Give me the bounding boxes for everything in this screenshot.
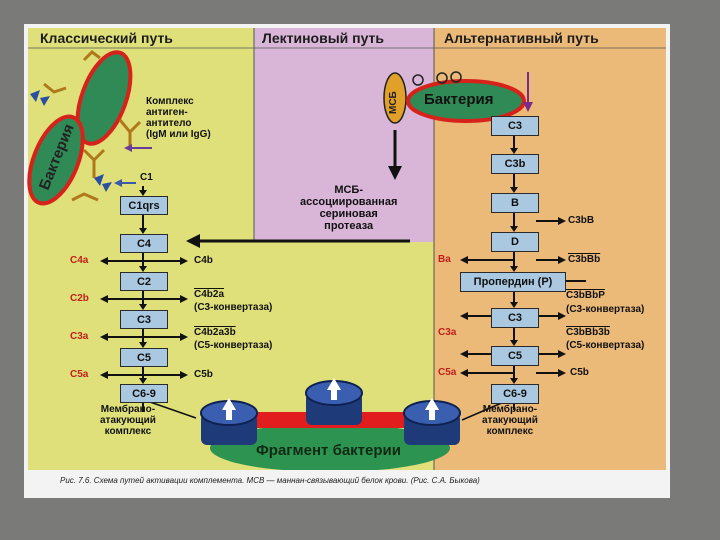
alt-mac-label: Мембрано- атакующий комплекс [482,404,538,437]
classic-c4b2a: С4b2а [194,289,225,300]
alt-c3bbb3b: С3bBb3b [566,327,610,338]
header-classic: Классический путь [40,30,173,46]
alt-bacterium [406,79,526,123]
classic-c4b: С4b [194,255,213,266]
classic-side-arrows [106,260,182,376]
mbs-label: МСБ [388,91,399,114]
protease-label: МСБ- ассоциированная сериновая протеаза [300,184,397,232]
classic-box-c3: С3 [120,310,168,329]
alt-c3bbb: С3bВb [568,254,601,265]
complex-label: Комплекс антиген- антитело (IgM или IgG) [146,96,211,140]
alt-c3bbbp: С3bBbР [566,290,605,301]
alt-c5b: С5b [570,367,589,378]
classic-c5a: С5а [70,369,89,380]
protease-line-1: МСБ- [334,184,364,196]
classic-c4b2a3b: С4b2а3b [194,327,236,338]
pore-right [403,398,461,445]
classic-bacterium-lower [27,114,85,206]
classic-c3-convertase: (С3-конвертаза) [194,302,273,313]
complex-line-4: (IgM или IgG) [146,129,211,140]
pore-left [200,398,258,445]
alt-mac-line [461,401,505,421]
classic-mac-line [149,401,197,419]
mbs-oval [383,72,407,124]
alt-box-b: В [491,193,539,213]
alt-surface-blobs [412,71,462,86]
complex-line-3: антитело [146,118,192,129]
alt-box-c5: С5 [491,346,539,366]
alt-box-c3: С3 [491,308,539,328]
alt-box-d: D [491,232,539,252]
alt-c3bb: С3bВ [568,215,595,226]
alt-box-c3b: С3b [491,154,539,174]
lectin-panel [254,28,434,242]
classic-c4a: С4а [70,255,89,266]
classic-box-c5: С5 [120,348,168,367]
classic-c5-convertase: (С5-конвертаза) [194,340,273,351]
header-lectin: Лектиновый путь [262,30,385,46]
alt-box-c6-9: С6-9 [491,384,539,404]
classic-box-c2: С2 [120,272,168,291]
classic-c2b: С2b [70,293,89,304]
alt-box-c3-initial: С3 [491,116,539,136]
classic-mac-line-2: атакующий [100,415,156,426]
pores [200,378,461,445]
classic-mac-line-1: Мембрано- [100,404,156,415]
alt-box-properdin: Пропердин (Р) [460,272,566,292]
fragment-shape [210,424,450,472]
pore-center [305,378,363,425]
antibody-icons [43,50,142,202]
c1-complex-icons [30,90,112,192]
complex-line-1: Комплекс [146,96,194,107]
alt-mac-line-1: Мембрано- [482,404,538,415]
alt-mac-line-3: комплекс [486,426,534,437]
alt-ba: Ва [438,254,451,265]
classic-bacterium-upper [75,50,133,146]
alt-c3-convertase: (С3-конвертаза) [566,304,645,315]
alt-bacterium-label: Бактерия [424,91,494,108]
alt-c5-convertase: (С5-конвертаза) [566,340,645,351]
classic-box-c4: С4 [120,234,168,253]
alt-mac-line-2: атакующий [482,415,538,426]
classic-mac-line-3: комплекс [104,426,152,437]
classic-mac-label: Мембрано- атакующий комплекс [100,404,156,437]
complex-line-2: антиген- [146,107,188,118]
alt-c5a: С5а [438,367,457,378]
classic-c3a: С3а [70,331,89,342]
classic-c5b: С5b [194,369,213,380]
figure-caption: Рис. 7.6. Схема путей активации комплеме… [60,476,480,485]
header-alternative: Альтернативный путь [444,30,599,46]
fragment-label: Фрагмент бактерии [256,442,401,459]
protease-line-4: протеаза [324,220,374,232]
classic-connector-heads [139,190,147,384]
c1-label: С1 [140,172,153,183]
caption-band [24,470,670,498]
protease-line-3: сериновая [319,208,378,220]
protease-line-2: ассоциированная [300,196,398,208]
alt-c3a: С3а [438,327,457,338]
classic-box-c1qrs: С1qrs [120,196,168,215]
classic-box-c6-9: С6-9 [120,384,168,403]
